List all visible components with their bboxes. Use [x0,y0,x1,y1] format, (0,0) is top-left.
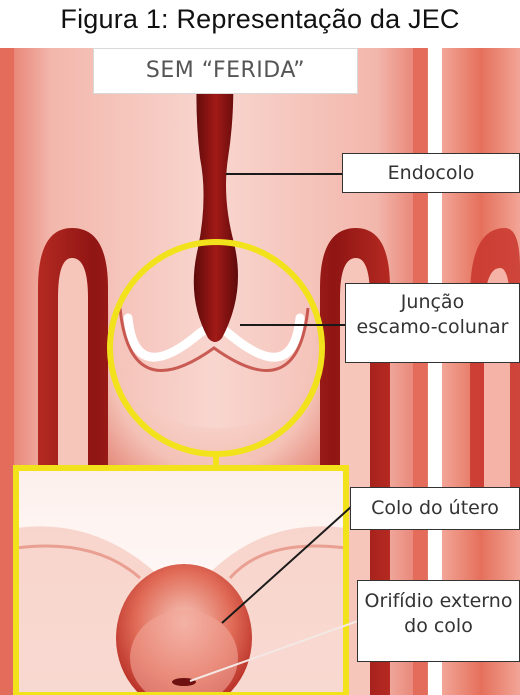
label-orificio-line2: do colo [358,614,519,639]
label-jec-line1: Junção [346,290,519,315]
label-colo-do-utero: Colo do útero [350,487,520,530]
label-orificio-line1: Orifídio externo [358,589,519,614]
panel-title-label: SEM “FERIDA” [93,48,358,94]
figure-title: Figura 1: Representação da JEC [0,4,520,35]
label-endocolo: Endocolo [342,153,520,193]
inset-zoom-view [16,468,346,695]
label-juncao-escamo-colunar: Junção escamo-colunar [345,283,520,363]
label-jec-line2: escamo-colunar [346,315,519,340]
label-orificio-externo: Orifídio externo do colo [357,580,520,662]
